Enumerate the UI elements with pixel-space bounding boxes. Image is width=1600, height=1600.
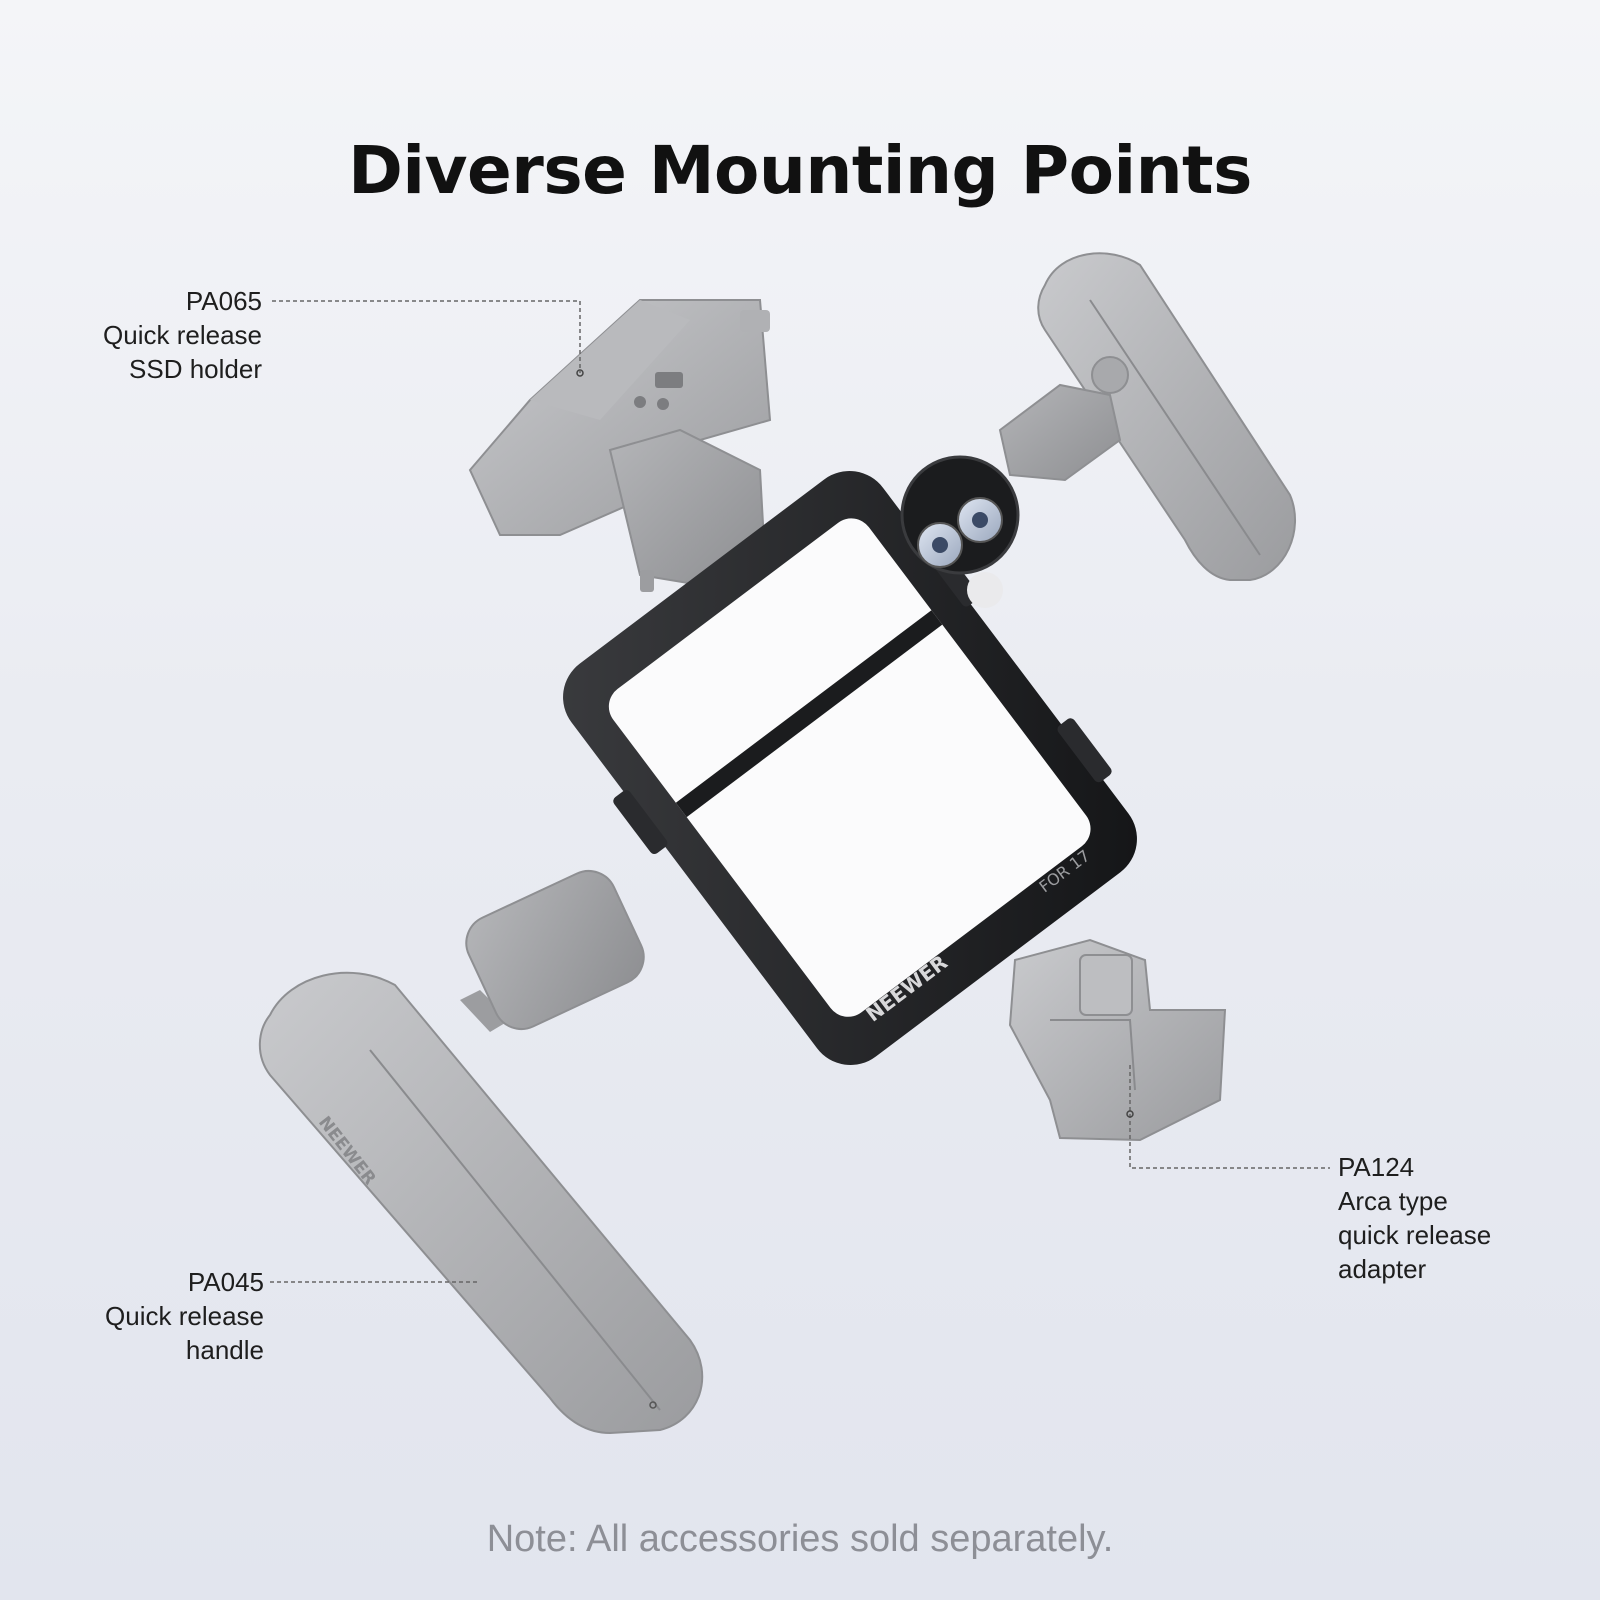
label-pa124-code: PA124: [1338, 1152, 1415, 1182]
leader-dot-pa124: [1126, 1110, 1134, 1118]
label-pa045-line1: Quick release: [105, 1301, 264, 1331]
label-pa065-line1: Quick release: [103, 320, 262, 350]
ssd-holder-image: [468, 299, 772, 592]
label-pa065: PA065 Quick release SSD holder: [40, 284, 262, 386]
quick-release-handle-image: NEEWER: [258, 870, 704, 1435]
label-pa124: PA124 Arca type quick release adapter: [1338, 1150, 1578, 1286]
arca-adapter-image: [1008, 938, 1227, 1142]
phone-cage-image: NEEWER FOR 17: [563, 471, 1137, 1065]
top-right-handle-image: [998, 252, 1296, 581]
lens-module-image: [900, 455, 1020, 608]
footnote: Note: All accessories sold separately.: [486, 1518, 1114, 1560]
leader-line-pa065: [272, 300, 581, 373]
label-pa124-line1: Arca type: [1338, 1186, 1448, 1216]
leader-dot-pa065: [576, 369, 584, 377]
label-pa124-line3: adapter: [1338, 1254, 1427, 1284]
label-pa045-code: PA045: [187, 1267, 264, 1297]
label-pa124-line2: quick release: [1338, 1220, 1492, 1250]
page-title: Diverse Mounting Points: [348, 132, 1252, 210]
label-pa045: PA045 Quick release handle: [40, 1265, 264, 1367]
label-pa045-line2: handle: [185, 1335, 264, 1365]
label-pa065-code: PA065: [185, 286, 262, 316]
label-pa065-line2: SSD holder: [129, 354, 262, 384]
